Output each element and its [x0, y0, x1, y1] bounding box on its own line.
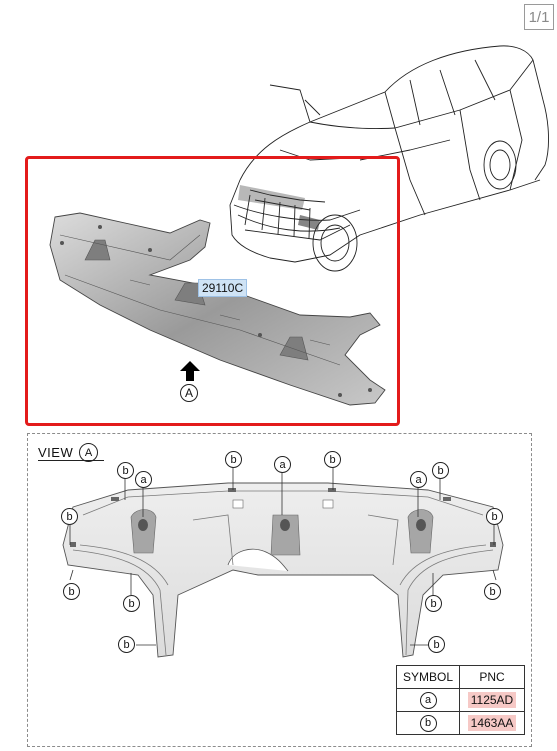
- view-title: VIEW A: [38, 443, 99, 462]
- callout-b-letter: b: [329, 453, 336, 466]
- pnc-value[interactable]: 1125AD: [467, 692, 517, 708]
- symbol-circle: b: [419, 714, 437, 732]
- callout-b-left-low: b: [63, 583, 80, 600]
- callout-b-right-top: b: [432, 462, 449, 479]
- symbol-circle: a: [419, 691, 437, 709]
- callout-b-top-left: b: [225, 451, 242, 468]
- up-arrow-icon: [180, 361, 200, 381]
- callout-b-letter: b: [430, 597, 437, 610]
- callout-a-letter: a: [140, 473, 147, 486]
- callout-b-letter: b: [123, 638, 130, 651]
- table-header-pnc: PNC: [459, 665, 525, 689]
- view-title-text: VIEW: [38, 445, 74, 460]
- callout-b-right-low: b: [484, 583, 501, 600]
- table-row[interactable]: b 1463AA: [396, 711, 525, 735]
- callout-b-letter: b: [66, 510, 73, 523]
- callout-a-left: a: [135, 471, 152, 488]
- table-cell-symbol: a: [396, 688, 460, 712]
- symbol-pnc-table: SYMBOL PNC a 1125AD b 1463AA: [396, 665, 525, 735]
- callout-b-letter: b: [128, 597, 135, 610]
- callout-b-letter: b: [230, 453, 237, 466]
- callout-b-inner-right: b: [425, 595, 442, 612]
- table-cell-symbol: b: [396, 711, 460, 735]
- callout-a-letter: a: [279, 458, 286, 471]
- view-frame: [27, 433, 532, 747]
- callout-a-center: a: [274, 456, 291, 473]
- callout-b-left-side: b: [61, 508, 78, 525]
- view-title-underline: [38, 460, 104, 461]
- vehicle-illustration: [229, 45, 549, 272]
- table-row[interactable]: a 1125AD: [396, 688, 525, 712]
- table-cell-pnc[interactable]: 1125AD: [459, 688, 525, 712]
- view-marker-title: A: [79, 443, 99, 462]
- callout-b-right-bottom: b: [428, 636, 445, 653]
- callout-frame: [25, 156, 400, 426]
- callout-b-inner-left: b: [123, 595, 140, 612]
- callout-a-right: a: [410, 471, 427, 488]
- table-header-symbol: SYMBOL: [396, 665, 460, 689]
- callout-a-letter: a: [415, 473, 422, 486]
- callout-b-letter: b: [489, 585, 496, 598]
- under-cover-panel[interactable]: [40, 205, 390, 420]
- callout-b-letter: b: [437, 464, 444, 477]
- callout-b-letter: b: [68, 585, 75, 598]
- pnc-value[interactable]: 1463AA: [467, 715, 517, 731]
- callout-b-letter: b: [491, 510, 498, 523]
- callout-b-right-side: b: [486, 508, 503, 525]
- table-cell-pnc[interactable]: 1463AA: [459, 711, 525, 735]
- callout-b-left-bottom: b: [118, 636, 135, 653]
- callout-b-letter: b: [122, 464, 129, 477]
- page-indicator: 1/1: [524, 4, 554, 30]
- view-marker-main: A: [180, 384, 198, 402]
- part-number-label[interactable]: 29110C: [198, 279, 248, 297]
- table-header-row: SYMBOL PNC: [396, 665, 525, 689]
- view-a-panel-diagram[interactable]: [28, 445, 531, 745]
- callout-b-left-top: b: [117, 462, 134, 479]
- callout-b-top-right: b: [324, 451, 341, 468]
- callout-b-letter: b: [433, 638, 440, 651]
